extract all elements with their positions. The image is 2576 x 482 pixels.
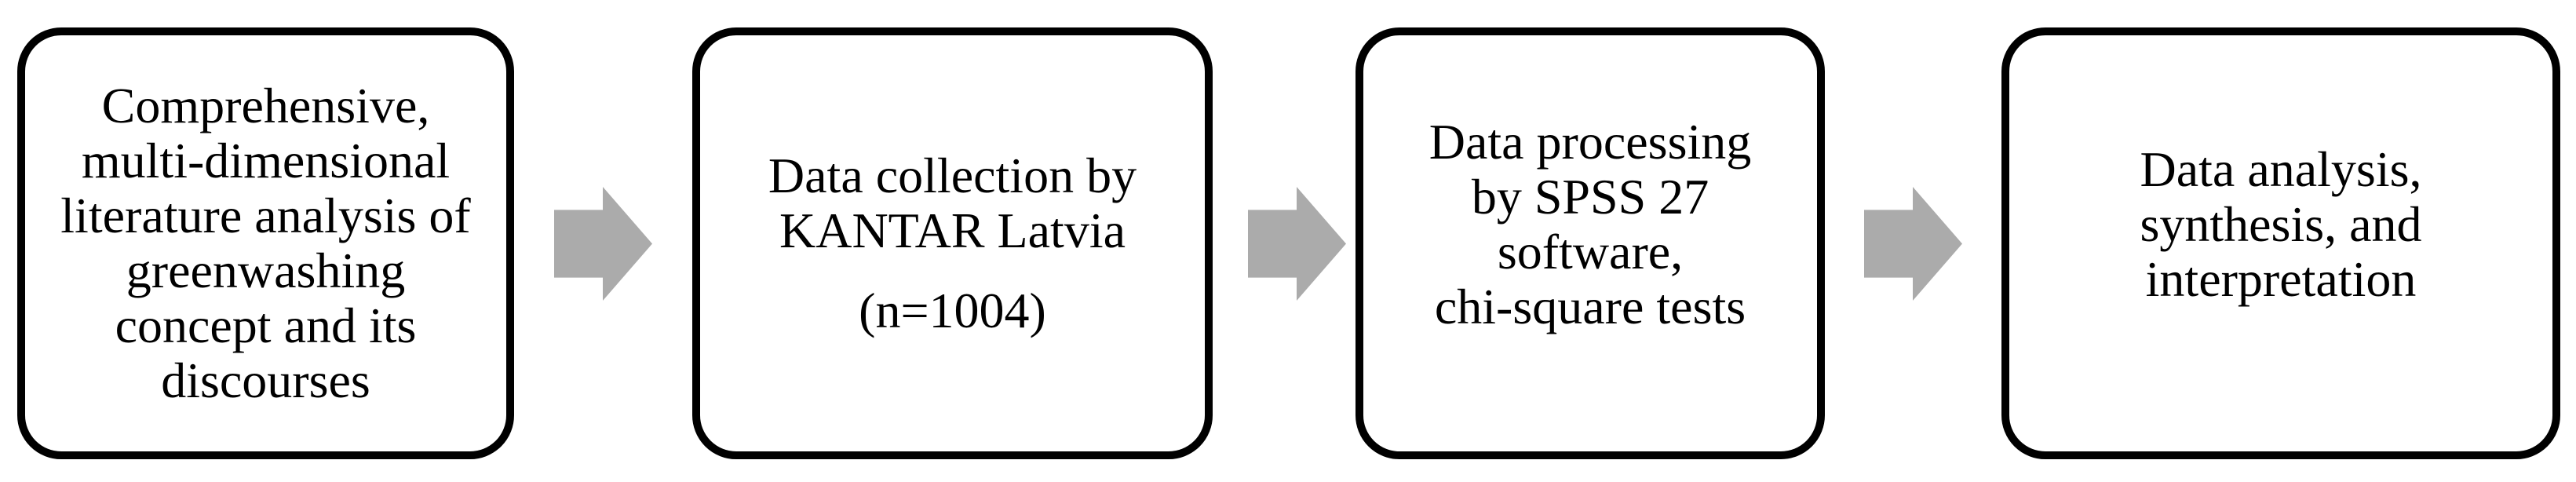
flow-arrow-right-icon xyxy=(554,187,652,301)
flow-arrow-right-icon xyxy=(1248,187,1346,301)
process-step-text: Data processing by SPSS 27 software, chi… xyxy=(1428,114,1752,334)
process-step-text: Comprehensive, multi-dimensional literat… xyxy=(60,78,471,408)
process-step-text: Data collection by KANTAR Latvia xyxy=(768,148,1137,258)
sample-size-text: (n=1004) xyxy=(859,283,1046,338)
process-step-box-data-analysis: Data analysis, synthesis, and interpreta… xyxy=(2001,27,2560,459)
process-step-text: Data analysis, synthesis, and interpreta… xyxy=(2140,141,2422,307)
process-step-box-literature-analysis: Comprehensive, multi-dimensional literat… xyxy=(17,27,514,459)
flow-arrow-right-icon xyxy=(1864,187,1962,301)
process-step-box-data-processing: Data processing by SPSS 27 software, chi… xyxy=(1356,27,1825,459)
process-step-box-data-collection: Data collection by KANTAR Latvia (n=1004… xyxy=(692,27,1213,459)
